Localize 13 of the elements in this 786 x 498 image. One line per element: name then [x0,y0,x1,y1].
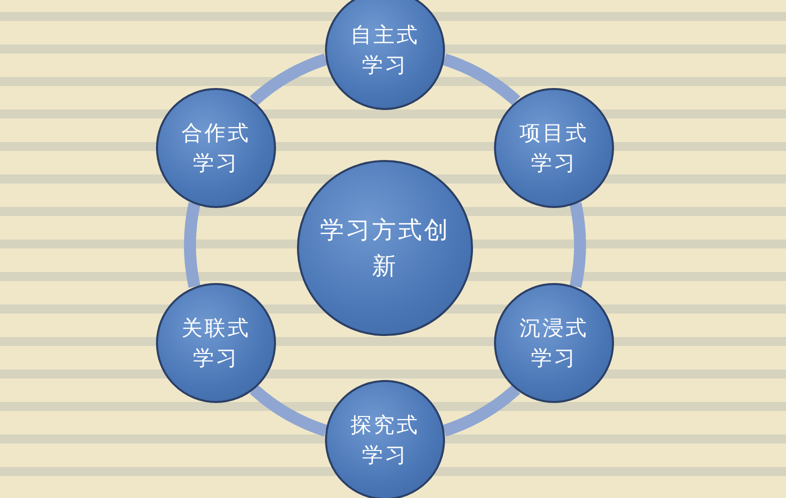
node-label: 探究式学习 [350,412,420,469]
ring-segment [442,54,520,106]
node-label: 自主式学习 [350,22,420,79]
node-label: 合作式学习 [180,120,252,176]
ring-segment [250,54,328,106]
node-label: 关联式学习 [180,314,252,372]
ring-segment [570,202,586,288]
node-label: 沉浸式学习 [518,314,590,372]
ring-segment [442,384,520,436]
ring-segment [184,202,200,288]
ring-segment [250,384,328,436]
node-label: 项目式学习 [518,120,590,176]
node-label: 学习方式创新 [320,215,450,282]
